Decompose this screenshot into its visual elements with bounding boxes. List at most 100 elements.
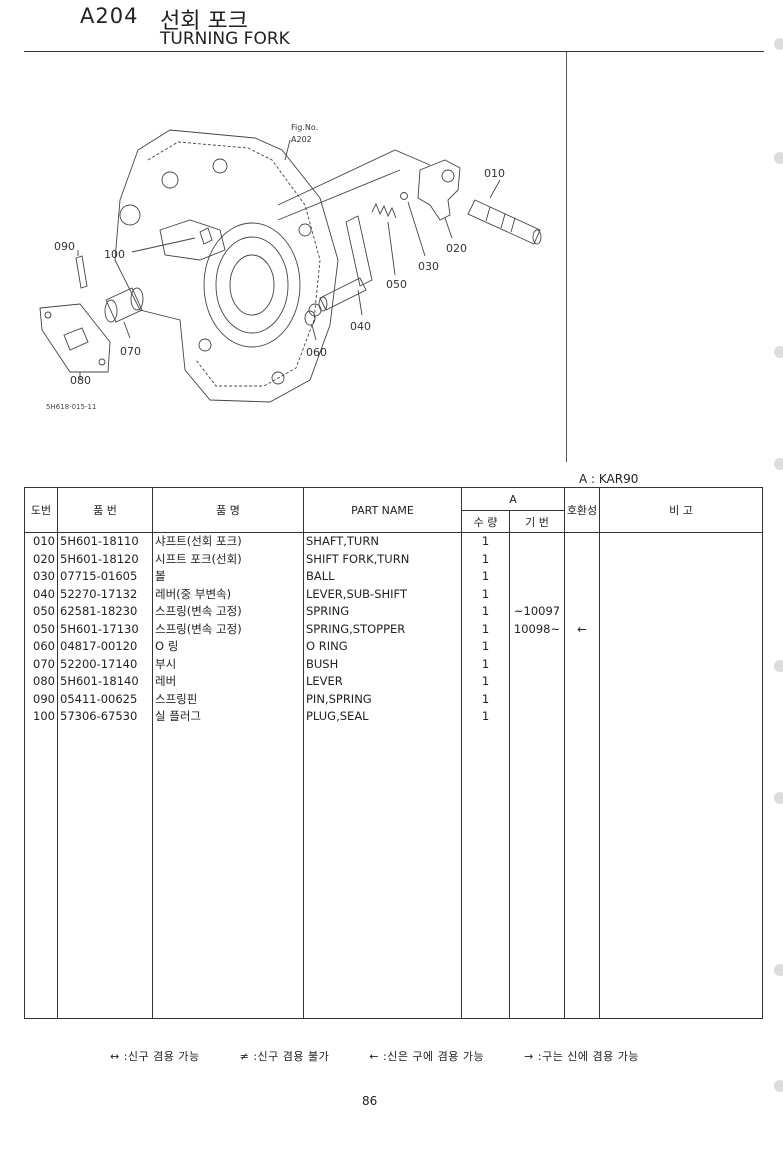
figure-code: 5H618-015-11 — [46, 403, 97, 411]
binder-hole — [774, 152, 783, 164]
callout-010: 010 — [484, 167, 505, 180]
cell-drawing-no: 090 — [24, 690, 58, 708]
cell-name-korean: 스프링(변속 고정) — [152, 620, 304, 638]
part-100-seal-plug — [199, 227, 213, 245]
cell-remarks — [599, 673, 763, 691]
binder-hole — [774, 964, 783, 976]
fig-ref-label: Fig.No. — [291, 123, 318, 132]
cell-name-korean: 레버(중 부변속) — [152, 585, 304, 603]
title-english: TURNING FORK — [160, 29, 290, 49]
section-code: A204 — [80, 4, 139, 28]
header-rule — [24, 51, 764, 52]
cell-part-name: BALL — [303, 568, 462, 586]
cell-quantity: 1 — [461, 708, 510, 726]
cell-interchange — [564, 568, 600, 586]
cell-part-number: 52270-17132 — [57, 585, 153, 603]
cell-part-number: 5H601-18120 — [57, 550, 153, 568]
cell-serial: 10098~ — [509, 620, 565, 638]
header-serial: 기 번 — [509, 510, 565, 533]
cell-part-number: 57306-67530 — [57, 708, 153, 726]
cell-quantity: 1 — [461, 620, 510, 638]
cell-quantity: 1 — [461, 655, 510, 673]
cell-part-name: O RING — [303, 638, 462, 656]
cell-serial — [509, 550, 565, 568]
header-part-name: PART NAME — [303, 487, 462, 533]
cell-interchange — [564, 585, 600, 603]
empty-cell — [461, 725, 510, 1019]
cell-part-number: 07715-01605 — [57, 568, 153, 586]
cell-remarks — [599, 690, 763, 708]
cell-interchange — [564, 603, 600, 621]
parts-table: 도번 품 번 품 명 PART NAME A 호환성 비 고 수 량 기 번 0… — [24, 487, 763, 1019]
cell-part-number: 05411-00625 — [57, 690, 153, 708]
part-040-lever — [345, 215, 373, 287]
cell-part-name: PIN,SPRING — [303, 690, 462, 708]
cell-part-name: LEVER — [303, 673, 462, 691]
title-korean: 선회 포크 — [160, 9, 248, 34]
exploded-parts-diagram: Fig.No. A202 010 020 030 040 050 060 070… — [39, 123, 542, 403]
callout-020: 020 — [446, 242, 467, 255]
cell-quantity: 1 — [461, 532, 510, 551]
part-050-spring — [371, 202, 397, 219]
cell-interchange: ← — [564, 620, 600, 638]
binder-hole — [774, 38, 783, 50]
header-interchange: 호환성 — [564, 487, 600, 533]
cell-quantity: 1 — [461, 673, 510, 691]
cell-name-korean: 볼 — [152, 568, 304, 586]
cell-part-number: 62581-18230 — [57, 603, 153, 621]
cell-part-number: 5H601-18110 — [57, 532, 153, 551]
part-030-ball — [400, 192, 408, 200]
legend-item: ≠ :신구 겸용 불가 — [239, 1050, 330, 1063]
callout-050: 050 — [386, 278, 407, 291]
cell-name-korean: 실 플러그 — [152, 708, 304, 726]
binder-hole — [774, 1080, 783, 1092]
cell-interchange — [564, 708, 600, 726]
cell-quantity: 1 — [461, 568, 510, 586]
cell-part-name: SPRING — [303, 603, 462, 621]
cell-serial — [509, 638, 565, 656]
cell-serial — [509, 655, 565, 673]
empty-cell — [303, 725, 462, 1019]
empty-cell — [24, 725, 58, 1019]
legend-item: ← :신은 구에 겸용 가능 — [369, 1050, 485, 1063]
cell-part-number: 5H601-17130 — [57, 620, 153, 638]
header-group-a: A — [461, 487, 565, 511]
callout-090: 090 — [54, 240, 75, 253]
fig-ref-value: A202 — [291, 135, 312, 144]
cell-name-korean: O 링 — [152, 638, 304, 656]
callout-040: 040 — [350, 320, 371, 333]
cell-remarks — [599, 550, 763, 568]
cell-remarks — [599, 620, 763, 638]
cell-serial — [509, 690, 565, 708]
cell-name-korean: 레버 — [152, 673, 304, 691]
cell-drawing-no: 050 — [24, 620, 58, 638]
cell-interchange — [564, 673, 600, 691]
page-vertical-divider — [566, 52, 567, 462]
binder-hole — [774, 346, 783, 358]
cell-serial — [509, 708, 565, 726]
callout-080: 080 — [70, 374, 91, 387]
cell-name-korean: 스프링(변속 고정) — [152, 603, 304, 621]
page-number: 86 — [362, 1094, 378, 1108]
cell-drawing-no: 010 — [24, 532, 58, 551]
cell-remarks — [599, 585, 763, 603]
cell-interchange — [564, 550, 600, 568]
cell-drawing-no: 030 — [24, 568, 58, 586]
legend-item: ↔ :신구 겸용 가능 — [110, 1050, 200, 1063]
cell-part-name: SPRING,STOPPER — [303, 620, 462, 638]
part-080-lever-plate — [39, 303, 111, 373]
cell-part-name: PLUG,SEAL — [303, 708, 462, 726]
binder-hole — [774, 660, 783, 672]
cell-remarks — [599, 708, 763, 726]
part-090-spring-pin — [75, 255, 88, 289]
cell-quantity: 1 — [461, 603, 510, 621]
empty-cell — [564, 725, 600, 1019]
part-020-shift-fork — [417, 159, 461, 221]
cell-interchange — [564, 638, 600, 656]
